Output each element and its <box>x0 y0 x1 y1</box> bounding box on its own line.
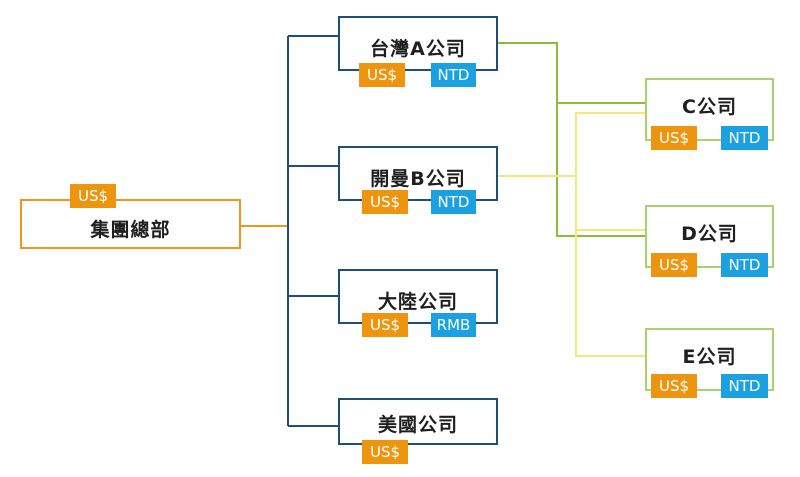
subsidiary-china-name: 大陸公司 <box>377 291 458 313</box>
subsidiary-us-node: 美國公司 <box>338 398 498 445</box>
affiliate-d-ntd-badge: NTD <box>721 253 768 277</box>
headquarters-name: 集團總部 <box>90 219 171 241</box>
subsidiary-b-ntd-badge: NTD <box>431 190 476 214</box>
subsidiary-a-ntd-badge: NTD <box>431 63 476 87</box>
subsidiary-b-usd-badge: US$ <box>362 190 408 214</box>
subsidiary-a-name: 台灣A公司 <box>370 38 466 60</box>
headquarters-node: 集團總部 <box>20 199 241 249</box>
subsidiary-china-node: 大陸公司 <box>338 269 498 324</box>
subsidiary-us-name: 美國公司 <box>377 414 458 436</box>
subsidiary-us-usd-badge: US$ <box>362 440 408 464</box>
affiliate-c-ntd-badge: NTD <box>721 126 768 150</box>
subsidiary-china-rmb-badge: RMB <box>431 313 476 337</box>
affiliate-e-usd-badge: US$ <box>651 374 697 398</box>
headquarters-usd-badge: US$ <box>70 184 116 208</box>
a-company-link <box>498 42 645 237</box>
subsidiary-a-usd-badge: US$ <box>359 63 405 87</box>
subsidiary-china-usd-badge: US$ <box>362 313 408 337</box>
affiliate-d-usd-badge: US$ <box>651 253 697 277</box>
affiliate-e-name: E公司 <box>682 346 737 368</box>
affiliate-c-usd-badge: US$ <box>651 126 697 150</box>
b-to-affiliates-trunk <box>575 112 645 357</box>
affiliate-d-name: D公司 <box>681 223 738 245</box>
affiliate-e-ntd-badge: NTD <box>721 374 768 398</box>
affiliate-c-name: C公司 <box>682 96 737 118</box>
subsidiary-b-name: 開曼B公司 <box>370 168 466 190</box>
subsidiary-a-node: 台灣A公司 <box>338 16 498 71</box>
